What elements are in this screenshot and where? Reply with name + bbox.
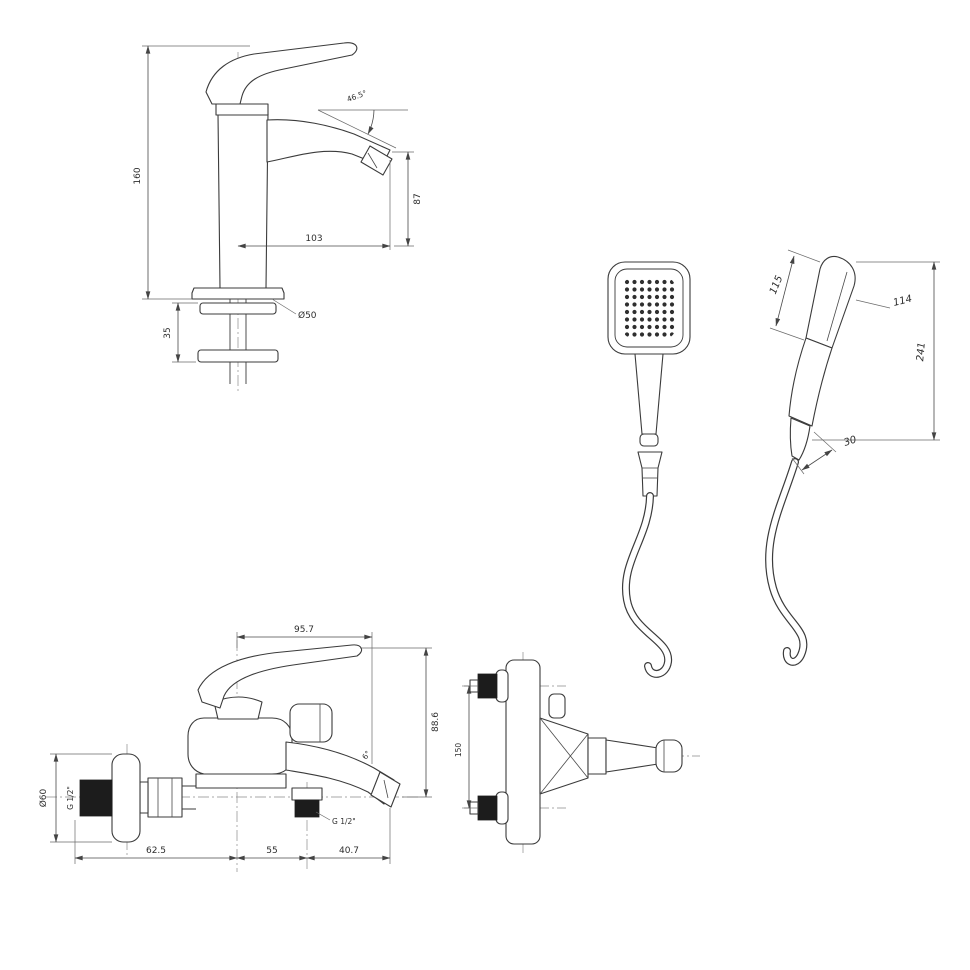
- shower-head-faceplate: [614, 268, 684, 348]
- label-mixer-outlet-thread-group: G 1/2": [315, 811, 356, 826]
- shower-hose: [621, 492, 673, 678]
- mixer-flange: [111, 753, 141, 843]
- dim-shower-head-length-group: 114: [855, 294, 913, 309]
- dim-mixer-top-width: 95.7: [294, 625, 314, 635]
- mixer-diverter-knob: [289, 703, 333, 743]
- dim-shower-head-length: 114: [892, 294, 913, 309]
- dim-mixer-height: 88.6: [431, 712, 441, 732]
- mixer-front-spout-cap: [655, 739, 683, 773]
- dim-shower-face-length: 115: [768, 274, 785, 296]
- mixer-wall-connection: [79, 753, 196, 843]
- dim-basin-reach: 103: [305, 234, 322, 244]
- basin-handle: [205, 42, 358, 105]
- basin-body: [217, 113, 269, 289]
- dim-mixer-flange-dia: Ø60: [38, 788, 49, 807]
- bath-mixer-side-view: 95.7 88.6 Ø60 G 1/2" G 1/2" 6°: [38, 625, 441, 872]
- dim-basin-base-dia: Ø50: [298, 310, 317, 321]
- dim-basin-spout-height-group: 87: [392, 151, 423, 247]
- shower-spray-nozzles: [623, 278, 675, 338]
- dim-shower-total-length-group: 241: [812, 261, 940, 441]
- dim-mixer-height-group: 88.6: [360, 647, 441, 798]
- basin-aerator: [360, 145, 393, 176]
- mixer-front-body: [539, 717, 589, 795]
- mixer-front-neck: [587, 737, 607, 775]
- dim-mixer-seg-mid: 55: [266, 846, 277, 856]
- shower-side-faceplate-line: [826, 271, 848, 342]
- basin-neck: [215, 103, 269, 116]
- bath-mixer-front-view: 150: [454, 652, 700, 854]
- dim-shower-total-length: 241: [915, 342, 928, 362]
- dim-shower-head-depth: 30: [843, 434, 859, 448]
- shower-side-head: [805, 255, 856, 349]
- dim-mixer-seg-left: 62.5: [146, 846, 166, 856]
- basin-faucet-view: 160 103 87 46.5° Ø50: [133, 42, 423, 392]
- mixer-body-lower: [195, 773, 287, 789]
- mixer-front-body-plate: [505, 659, 541, 845]
- label-mixer-outlet-thread: G 1/2": [332, 817, 356, 826]
- mixer-outlet-thread: [294, 799, 320, 818]
- dim-shower-head-depth-group: 30: [791, 431, 859, 475]
- dim-mixer-flange-dia-group: Ø60: [38, 753, 112, 843]
- basin-base-flange: [191, 287, 285, 300]
- mixer-front-spout-cone: [605, 739, 659, 773]
- shower-hose-nut: [637, 451, 663, 497]
- shower-handle-end: [639, 433, 659, 447]
- dim-basin-spout-height: 87: [413, 193, 423, 204]
- hand-shower-side-view: 115 114 241 30: [765, 249, 940, 666]
- shower-side-handle: [788, 337, 833, 427]
- mixer-bottom-port: [291, 787, 323, 818]
- mixer-body: [187, 717, 293, 775]
- dim-basin-deck: 35: [163, 327, 173, 338]
- label-mixer-inlet-thread: G 1/2": [66, 786, 75, 810]
- mixer-handle: [197, 644, 363, 709]
- shower-handle: [634, 353, 664, 435]
- dim-basin-height-group: 160: [133, 45, 250, 300]
- mixer-spout: [285, 741, 395, 805]
- basin-shank-and-mounting: [197, 299, 279, 384]
- dim-basin-reach-group: 103: [237, 160, 391, 250]
- dim-mixer-spout-angle: 6°: [360, 749, 372, 761]
- dim-mixer-inlet-centers-group: 150: [454, 685, 478, 809]
- dim-basin-angle: 46.5°: [346, 88, 369, 104]
- dim-basin-base-dia-group: Ø50: [271, 298, 317, 321]
- dim-basin-height: 160: [133, 167, 143, 184]
- dim-mixer-seg-right: 40.7: [339, 846, 359, 856]
- dim-mixer-top-width-group: 95.7: [236, 625, 373, 764]
- mixer-front-handle: [548, 693, 566, 719]
- mixer-inlet-thread: [79, 779, 113, 817]
- dim-mixer-bottom-row-group: 62.5 55 40.7: [74, 808, 391, 864]
- dim-mixer-inlet-centers: 150: [454, 743, 463, 758]
- shower-side-connector: [789, 417, 811, 461]
- hand-shower-front-view: [607, 261, 691, 678]
- dim-basin-deck-group: 35: [163, 302, 198, 363]
- mixer-spout-tip: [370, 771, 401, 808]
- shower-side-hose: [765, 458, 808, 666]
